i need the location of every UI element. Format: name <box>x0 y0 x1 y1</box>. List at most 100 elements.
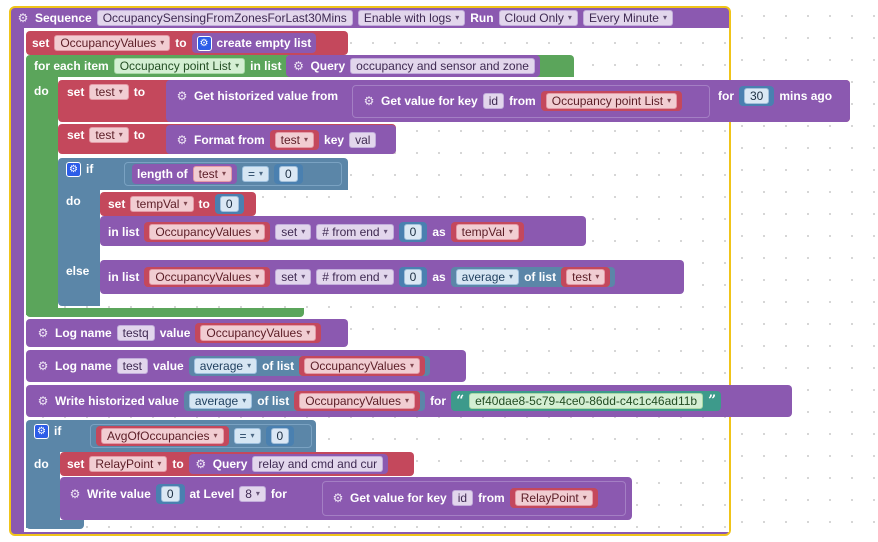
gear-icon[interactable]: ⚙ <box>37 326 49 340</box>
gear-icon[interactable]: ⚙ <box>195 457 207 471</box>
number-field[interactable]: 30 <box>744 88 770 104</box>
list-dropdown[interactable]: OccupancyValues▾ <box>299 393 416 409</box>
settings-icon[interactable]: ⚙ <box>34 423 49 439</box>
string-field[interactable]: ef40dae8-5c79-4ce0-86dd-c4c1c46ad11b <box>469 393 704 409</box>
number-field[interactable]: 0 <box>403 224 423 240</box>
sequence-name-field[interactable]: OccupancySensingFromZonesForLast30Mins <box>96 10 353 26</box>
source-dropdown[interactable]: test▾ <box>274 132 315 148</box>
operator-dropdown[interactable]: =▾ <box>233 428 261 444</box>
function-dropdown[interactable]: average▾ <box>455 269 520 285</box>
key-field[interactable]: id <box>451 490 474 506</box>
number-field[interactable]: 0 <box>219 196 239 212</box>
settings-icon[interactable]: ⚙ <box>196 35 212 51</box>
gear-icon[interactable]: ⚙ <box>176 133 188 147</box>
gear-icon[interactable]: ⚙ <box>363 94 375 108</box>
number-block[interactable]: 30 <box>739 86 775 106</box>
variable-dropdown[interactable]: test▾ <box>89 84 129 100</box>
do-label: do <box>34 457 49 471</box>
run-dropdown[interactable]: Cloud Only▾ <box>498 10 578 26</box>
number-block[interactable]: 0 <box>274 164 303 184</box>
gear-icon[interactable]: ⚙ <box>17 11 29 25</box>
number-block[interactable]: 0 <box>155 484 185 504</box>
number-field[interactable]: 0 <box>160 486 180 502</box>
of-list-label: of list <box>524 270 557 284</box>
variable-block[interactable]: AvgOfOccupancies▾ <box>96 426 229 446</box>
source-dropdown[interactable]: test▾ <box>566 269 606 285</box>
average-block[interactable]: average▾ of list OccupancyValues▾ <box>183 391 426 411</box>
variable-dropdown[interactable]: tempVal▾ <box>130 196 194 212</box>
list-variable-block[interactable]: OccupancyValues▾ <box>144 267 271 287</box>
number-block[interactable]: 0 <box>398 222 428 242</box>
list-dropdown[interactable]: OccupancyValues▾ <box>149 269 266 285</box>
gear-icon[interactable]: ⚙ <box>293 59 304 73</box>
position-dropdown[interactable]: # from end▾ <box>316 269 394 285</box>
level-dropdown[interactable]: 8▾ <box>239 486 266 502</box>
string-block[interactable]: “ ef40dae8-5c79-4ce0-86dd-c4c1c46ad11b ” <box>451 391 722 411</box>
query-text-field[interactable]: occupancy and sensor and zone <box>350 58 535 74</box>
chevron-down-icon: ▾ <box>255 272 260 281</box>
value-variable-block[interactable]: OccupancyValues▾ <box>195 323 322 343</box>
list-variable-block[interactable]: OccupancyValues▾ <box>144 222 271 242</box>
chevron-down-icon: ▾ <box>595 272 600 281</box>
position-dropdown[interactable]: # from end▾ <box>316 224 394 240</box>
logs-dropdown[interactable]: Enable with logs▾ <box>357 10 466 26</box>
list-dropdown[interactable]: OccupancyValues▾ <box>149 224 266 240</box>
variable-dropdown[interactable]: AvgOfOccupancies▾ <box>101 428 224 444</box>
source-variable-block[interactable]: test▾ <box>561 267 611 287</box>
list-dropdown[interactable]: RelayPoint▾ <box>514 490 593 506</box>
chevron-down-icon: ▾ <box>247 361 252 370</box>
gear-icon[interactable]: ⚙ <box>332 491 344 505</box>
gear-icon[interactable]: ⚙ <box>69 487 81 501</box>
number-field[interactable]: 0 <box>279 166 298 182</box>
list-dropdown[interactable]: Occupancy point List▾ <box>545 93 678 109</box>
set-label: set <box>108 197 126 211</box>
number-block[interactable]: 0 <box>265 426 295 446</box>
number-field[interactable]: 0 <box>270 428 290 444</box>
chevron-down-icon: ▾ <box>582 493 587 502</box>
average-block[interactable]: average▾ of list OccupancyValues▾ <box>188 356 430 376</box>
average-block[interactable]: average▾ of list test▾ <box>450 267 616 287</box>
log-name-label: Log name <box>55 359 112 373</box>
length-of-block[interactable]: length of test▾ <box>132 164 238 184</box>
source-variable-block[interactable]: test▾ <box>269 130 320 150</box>
number-block[interactable]: 0 <box>398 267 428 287</box>
value-variable-block[interactable]: tempVal▾ <box>450 222 524 242</box>
key-field[interactable]: id <box>482 93 505 109</box>
settings-icon[interactable]: ⚙ <box>66 161 81 177</box>
for-label: for <box>430 394 447 408</box>
query-block[interactable]: ⚙ Query occupancy and sensor and zone <box>286 55 540 77</box>
frequency-dropdown[interactable]: Every Minute▾ <box>582 10 673 26</box>
mode-dropdown[interactable]: set▾ <box>275 269 312 285</box>
query-block[interactable]: ⚙ Query relay and cmd and cur <box>188 454 389 474</box>
chevron-down-icon: ▾ <box>383 227 388 236</box>
number-field[interactable]: 0 <box>403 269 423 285</box>
value-dropdown[interactable]: tempVal▾ <box>455 224 519 240</box>
value-dropdown[interactable]: OccupancyValues▾ <box>200 325 317 341</box>
item-dropdown[interactable]: Occupancy point List▾ <box>113 58 246 74</box>
list-variable-block[interactable]: Occupancy point List▾ <box>540 91 683 111</box>
function-dropdown[interactable]: average▾ <box>188 393 253 409</box>
mode-dropdown[interactable]: set▾ <box>275 224 312 240</box>
chevron-down-icon: ▾ <box>509 272 514 281</box>
log-name-field[interactable]: testq <box>116 325 155 341</box>
list-variable-block[interactable]: RelayPoint▾ <box>509 488 598 508</box>
operator-dropdown[interactable]: =▾ <box>242 166 270 182</box>
variable-dropdown[interactable]: test▾ <box>89 127 129 143</box>
log-name-field[interactable]: test <box>116 358 149 374</box>
function-dropdown[interactable]: average▾ <box>193 358 258 374</box>
variable-dropdown[interactable]: OccupancyValues▾ <box>54 35 171 51</box>
variable-dropdown[interactable]: test▾ <box>192 166 233 182</box>
value-dropdown[interactable]: OccupancyValues▾ <box>304 358 420 374</box>
gear-icon[interactable]: ⚙ <box>37 394 49 408</box>
create-empty-list-block[interactable]: ⚙ create empty list <box>191 33 317 53</box>
chevron-down-icon: ▾ <box>157 459 162 468</box>
gear-icon[interactable]: ⚙ <box>37 359 49 373</box>
number-block[interactable]: 0 <box>214 194 244 214</box>
value-variable-block[interactable]: OccupancyValues▾ <box>299 356 425 376</box>
gear-icon[interactable]: ⚙ <box>176 89 188 103</box>
query-text-field[interactable]: relay and cmd and cur <box>252 456 384 472</box>
variable-dropdown[interactable]: RelayPoint▾ <box>89 456 168 472</box>
to-label: to <box>133 85 146 99</box>
key-field[interactable]: val <box>349 132 377 148</box>
list-variable-block[interactable]: OccupancyValues▾ <box>294 391 421 411</box>
